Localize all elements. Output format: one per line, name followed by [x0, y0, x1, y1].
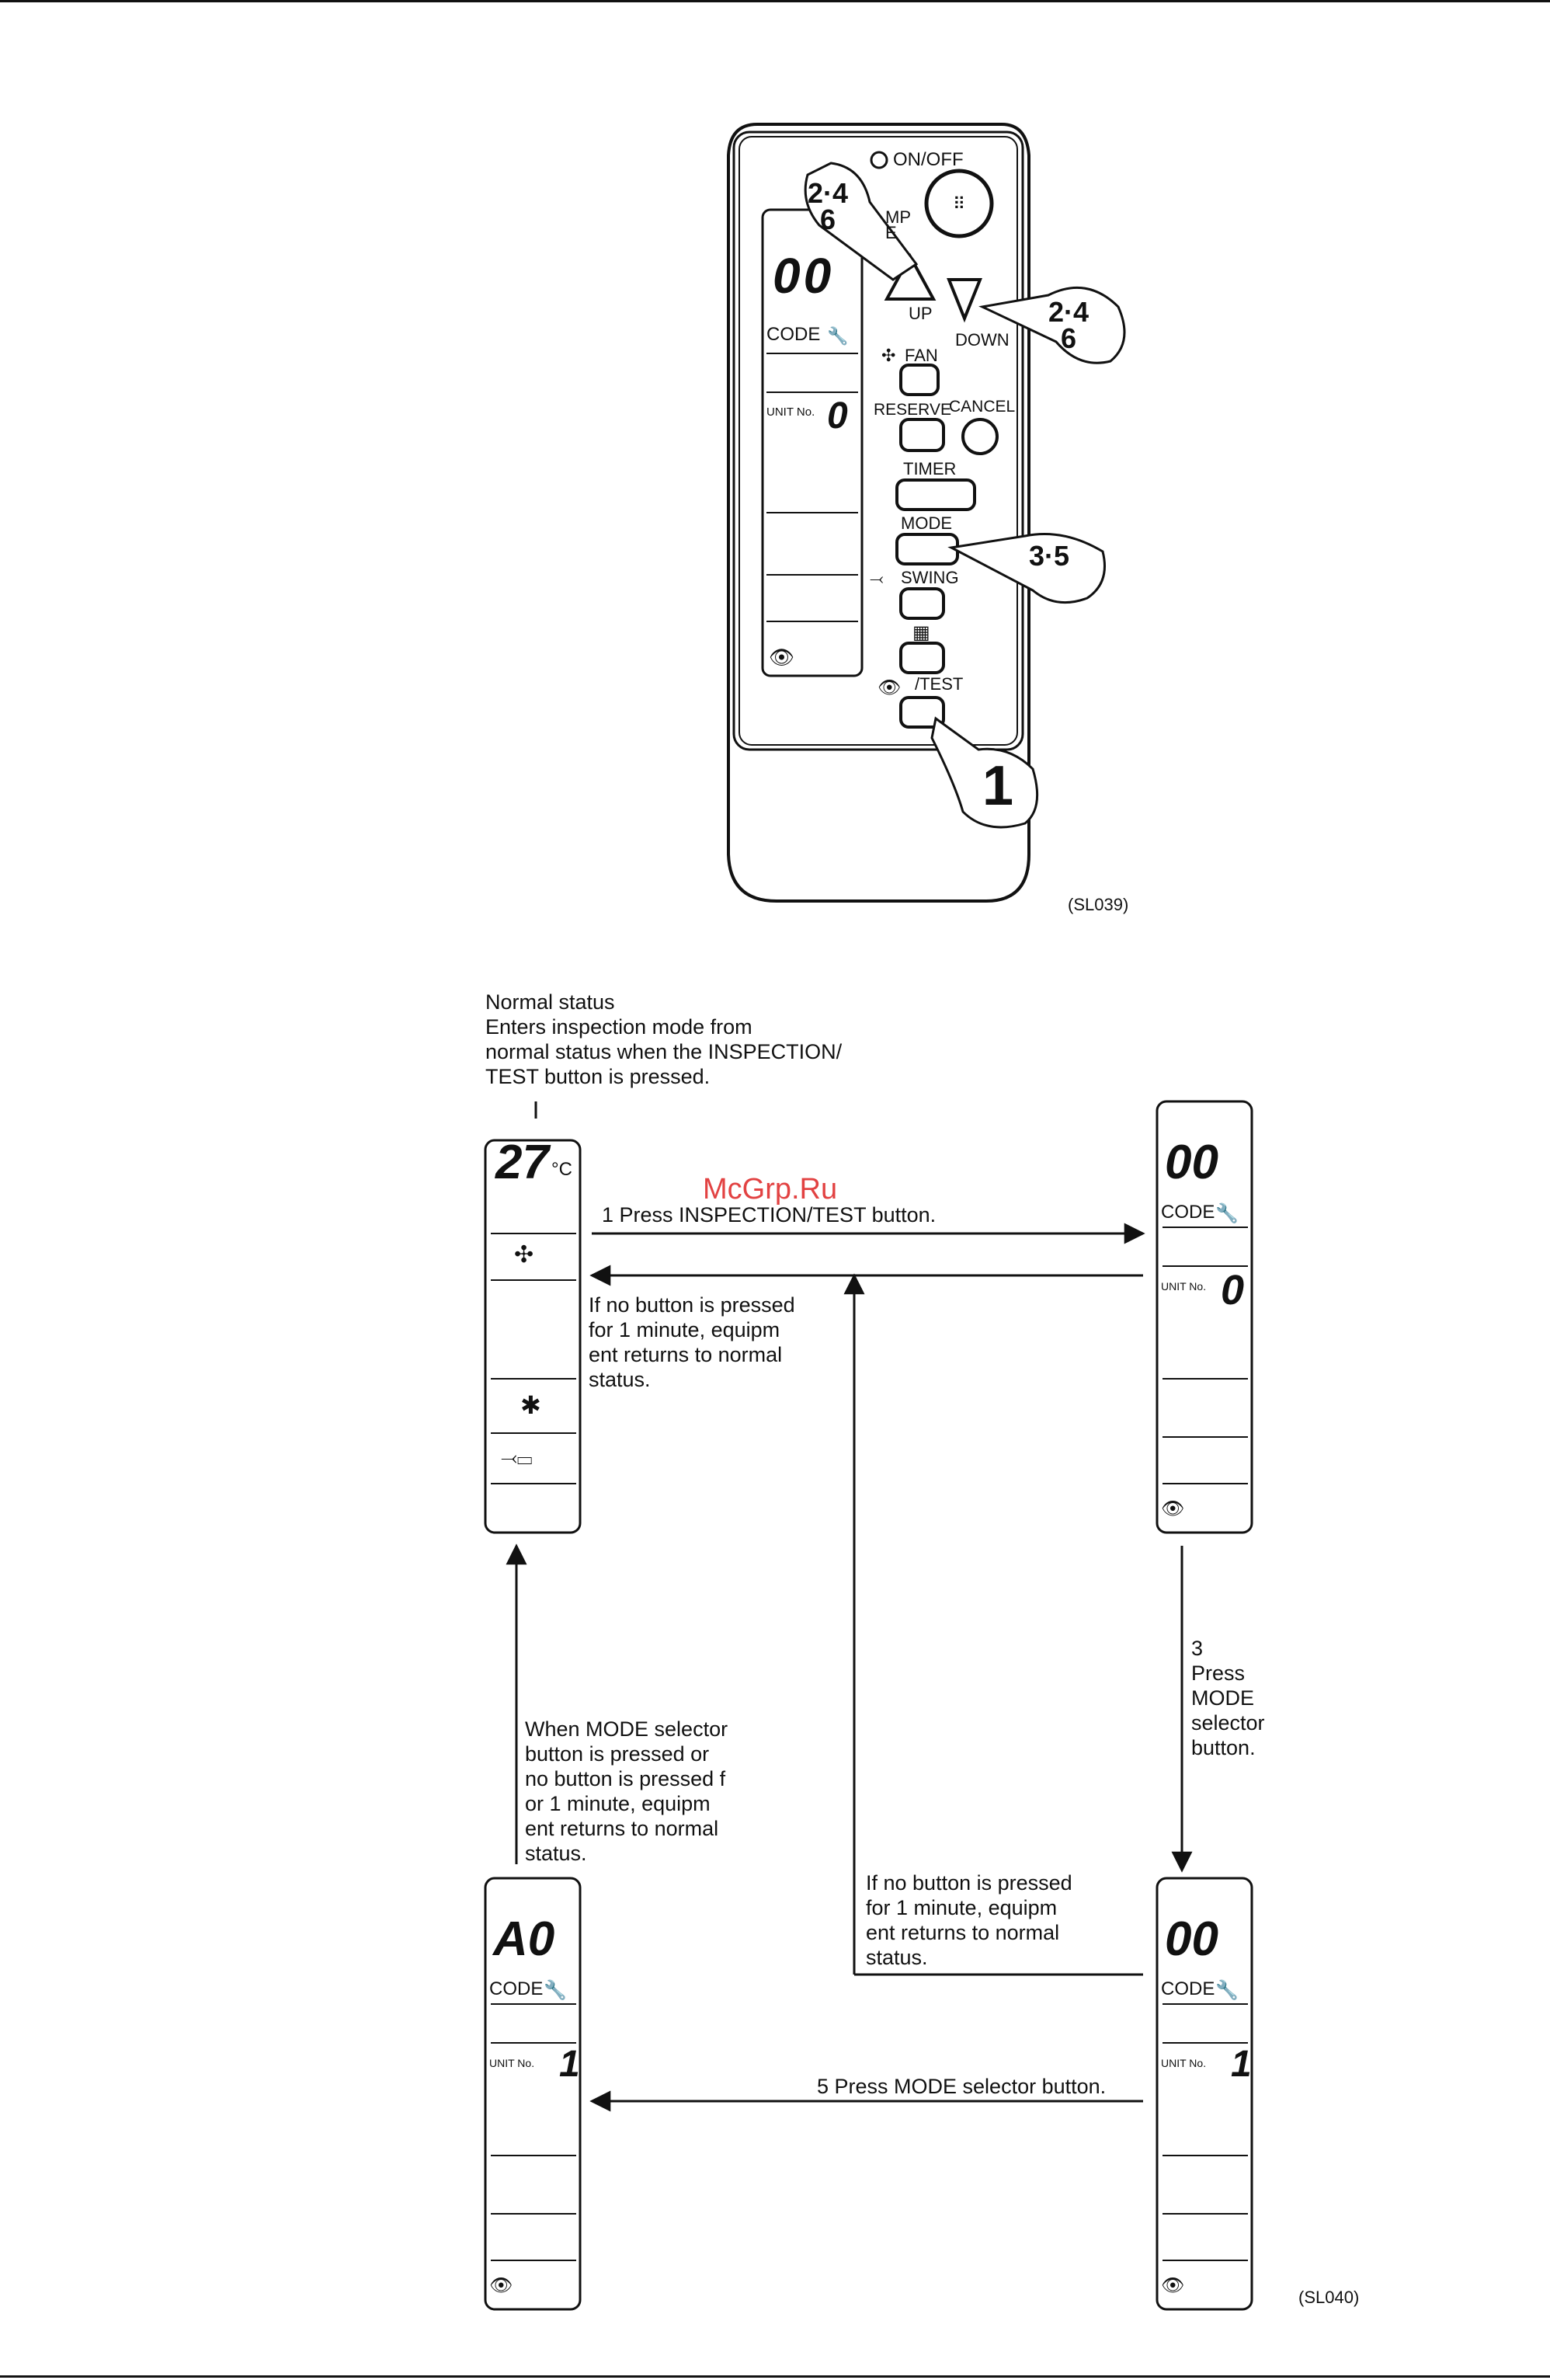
- fan-button: [899, 364, 940, 396]
- remote-lcd-unit-digit: 0: [827, 395, 848, 437]
- remote-onoff-label: ON/OFF: [893, 149, 964, 170]
- lcd-eye-icon: 👁: [769, 645, 794, 669]
- remote-timer-label: TIMER: [903, 459, 957, 478]
- remote-icons: ⠿ ✣ ⤙ ▦ 👁 👁 🔧: [769, 151, 965, 698]
- remote-reserve-label: RESERVE: [874, 401, 951, 419]
- panel-mode: [1156, 1877, 1253, 2311]
- panel-normal-temp: 27: [495, 1136, 549, 1189]
- remote-test-label: /TEST: [915, 674, 964, 694]
- panel-final-code: A0: [493, 1912, 555, 1966]
- panel-final-code-label: CODE: [489, 1978, 544, 1999]
- remote-lcd-code-label: CODE: [766, 324, 821, 345]
- swing-icon: ⤙: [870, 569, 884, 588]
- top-rule: [0, 0, 1550, 2]
- timer-button: [895, 478, 976, 511]
- panel-final-unit: 1: [559, 2044, 580, 2085]
- bottom-rule: [0, 2375, 1550, 2378]
- step3-text: 3 Press MODE selector button.: [1191, 1637, 1265, 1759]
- panel-mode-wrench-icon: 🔧: [1215, 1978, 1239, 2001]
- power-icon: [870, 151, 888, 169]
- panel-mode-code: 00: [1165, 1912, 1218, 1966]
- panel-inspect-code: 00: [1165, 1136, 1218, 1189]
- up-button: [884, 252, 937, 301]
- step-up-number: 2·4 6: [808, 177, 849, 235]
- panel-inspect-code-label: CODE: [1161, 1202, 1215, 1223]
- remote-mode-label: MODE: [901, 513, 952, 533]
- panel-final-unit-label: UNIT No.: [489, 2057, 535, 2069]
- panel-mode-unit-label: UNIT No.: [1161, 2057, 1207, 2069]
- watermark: McGrp.Ru: [703, 1173, 838, 1206]
- panel-final: [484, 1877, 582, 2311]
- flow-arrows: [506, 1223, 1193, 2112]
- panel-mode-unit: 1: [1231, 2044, 1252, 2085]
- remote-control: [727, 123, 1126, 903]
- swing-button: [899, 587, 945, 620]
- step-test-number: 1: [982, 755, 1014, 817]
- step-down-number: 2·4 6: [1048, 296, 1090, 354]
- remote-swing-label: SWING: [901, 568, 959, 587]
- wrench-icon: 🔧: [827, 325, 848, 346]
- remote-cancel-label: CANCEL: [949, 398, 1016, 416]
- panel-final-eye-icon: 👁: [489, 2275, 513, 2296]
- onoff-button: [924, 169, 994, 238]
- reserve-button: [899, 418, 945, 452]
- eye-icon: 👁: [878, 677, 901, 698]
- panel-icons: ✣ ✱ ⤙▭ 🔧 👁 🔧 👁 🔧 👁: [489, 1202, 1239, 2296]
- remote-lcd-code-digits: 00: [773, 248, 835, 304]
- fan-icon: ✣: [881, 346, 895, 365]
- filter-icon: ▦: [912, 622, 930, 643]
- remote-down-label: DOWN: [955, 330, 1010, 350]
- panel-final-wrench-icon: 🔧: [544, 1978, 567, 2001]
- panel-inspect-eye-icon: 👁: [1161, 1498, 1184, 1519]
- panel-inspect: [1156, 1100, 1253, 1534]
- down-button: [947, 278, 982, 323]
- remote-up-label: UP: [909, 304, 933, 323]
- mode-return-text: When MODE selector button is pressed or …: [525, 1717, 728, 1865]
- step5-text: 5 Press MODE selector button.: [817, 2075, 1107, 2098]
- panel-mode-eye-icon: 👁: [1161, 2275, 1184, 2296]
- panel-normal-snow-icon: ✱: [520, 1391, 541, 1419]
- normal-status-text: Normal status Enters inspection mode fro…: [485, 990, 843, 1088]
- step-mode-number: 3·5: [1029, 540, 1070, 572]
- figure-id-sl040: (SL040): [1298, 2288, 1360, 2307]
- step1-text: 1 Press INSPECTION/TEST button.: [602, 1203, 937, 1227]
- filter-button: [899, 642, 945, 674]
- panel-normal-unit: °C: [551, 1159, 572, 1180]
- panel-inspect-unit: 0: [1221, 1267, 1245, 1314]
- test-button: [899, 696, 945, 729]
- remote-fan-label: FAN: [905, 346, 938, 365]
- panel-inspect-unit-label: UNIT No.: [1161, 1280, 1207, 1293]
- onoff-dots-icon: ⠿: [953, 194, 965, 214]
- panel-inspect-wrench-icon: 🔧: [1215, 1202, 1239, 1224]
- mode-button: [895, 533, 959, 565]
- remote-temp-label: MP E: [885, 207, 911, 242]
- cancel-button: [961, 418, 999, 455]
- panel-normal: [484, 1139, 582, 1534]
- panel-normal-fan-icon: ✣: [514, 1242, 533, 1268]
- panel-mode-code-label: CODE: [1161, 1978, 1215, 1999]
- remote-lcd-unit-label: UNIT No.: [766, 405, 815, 419]
- return1-text: If no button is pressed for 1 minute, eq…: [589, 1293, 795, 1391]
- panel-normal-swing-icon: ⤙▭: [501, 1446, 533, 1469]
- figure-id-sl039: (SL039): [1068, 895, 1129, 914]
- return2-text: If no button is pressed for 1 minute, eq…: [866, 1871, 1072, 1969]
